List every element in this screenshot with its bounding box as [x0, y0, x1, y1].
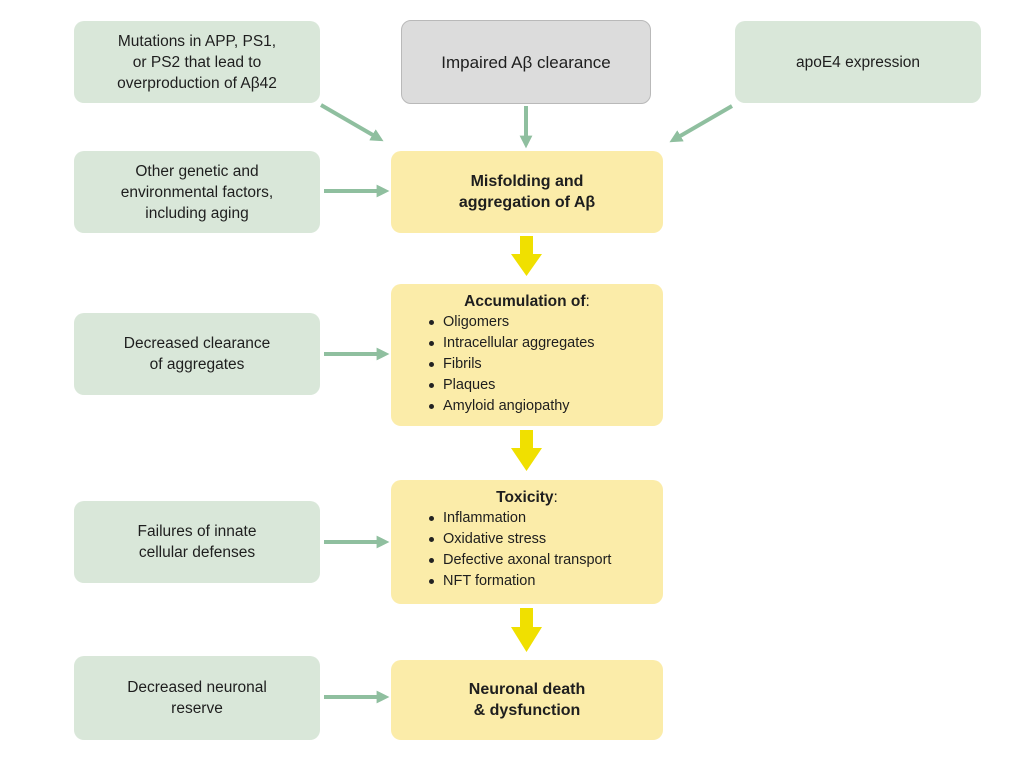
apoe4-box: apoE4 expression: [735, 21, 981, 103]
accumulation-box: Accumulation of: Oligomers Intracellular…: [391, 284, 663, 426]
failures-line-1: Failures of innate: [137, 523, 257, 540]
other-factors-box: Other genetic and environmental factors,…: [74, 151, 320, 233]
misfolding-box: Misfolding and aggregation of Aβ: [391, 151, 663, 233]
failures-line-2: cellular defenses: [138, 544, 256, 561]
other-factors-line-3: including aging: [145, 204, 249, 222]
list-item: Defective axonal transport: [429, 550, 611, 571]
list-item: Inflammation: [429, 508, 611, 529]
toxicity-title-colon: :: [553, 489, 558, 506]
mutations-line-1: Mutations in APP, PS1,: [117, 32, 277, 50]
list-item: Plaques: [429, 375, 595, 396]
accumulation-title: Accumulation of:: [464, 291, 590, 312]
decreased-clearance-box: Decreased clearance of aggregates: [74, 313, 320, 395]
accumulation-title-colon: :: [585, 293, 590, 310]
arrow-accumulation-to-toxicity: [511, 430, 542, 471]
impaired-clearance-box: Impaired Aβ clearance: [401, 20, 651, 104]
decreased-reserve-box: Decreased neuronal reserve: [74, 656, 320, 740]
arrow-toxicity-to-death: [511, 608, 542, 652]
arrow-mutations-to-misfolding: [319, 103, 384, 142]
accumulation-title-text: Accumulation of: [464, 293, 586, 310]
neuronal-death-box: Neuronal death & dysfunction: [391, 660, 663, 740]
apoe4-text: apoE4 expression: [795, 53, 921, 71]
list-item: Oligomers: [429, 312, 595, 333]
toxicity-box: Toxicity: Inflammation Oxidative stress …: [391, 480, 663, 604]
toxicity-title: Toxicity:: [496, 487, 558, 508]
decreased-clearance-line-2: of aggregates: [149, 356, 245, 373]
neuronal-death-line-1: Neuronal death: [468, 681, 586, 698]
list-item: Fibrils: [429, 354, 595, 375]
mutations-line-2: or PS2 that lead to: [132, 53, 262, 71]
accumulation-list: Oligomers Intracellular aggregates Fibri…: [429, 312, 595, 417]
misfolding-line-1: Misfolding and: [470, 173, 584, 190]
decreased-clearance-line-1: Decreased clearance: [123, 335, 271, 352]
arrow-misfolding-to-accumulation: [511, 236, 542, 276]
yellow-arrows: [511, 236, 542, 652]
toxicity-title-text: Toxicity: [496, 489, 554, 506]
list-item: NFT formation: [429, 571, 611, 592]
green-arrows: [319, 103, 734, 704]
mutations-box: Mutations in APP, PS1, or PS2 that lead …: [74, 21, 320, 103]
other-factors-line-1: Other genetic and: [135, 162, 259, 180]
mutations-line-3: overproduction of Aβ42: [117, 74, 277, 92]
toxicity-list: Inflammation Oxidative stress Defective …: [429, 508, 611, 592]
neuronal-death-line-2: & dysfunction: [473, 702, 581, 719]
misfolding-line-2: aggregation of Aβ: [458, 194, 596, 211]
other-factors-line-2: environmental factors,: [120, 183, 274, 201]
impaired-clearance-text: Impaired Aβ clearance: [441, 52, 611, 72]
list-item: Amyloid angiopathy: [429, 396, 595, 417]
arrow-apoe4-to-misfolding: [669, 104, 734, 143]
decreased-reserve-line-1: Decreased neuronal: [127, 679, 267, 696]
list-item: Oxidative stress: [429, 529, 611, 550]
decreased-reserve-line-2: reserve: [171, 700, 223, 717]
list-item: Intracellular aggregates: [429, 333, 595, 354]
failures-box: Failures of innate cellular defenses: [74, 501, 320, 583]
